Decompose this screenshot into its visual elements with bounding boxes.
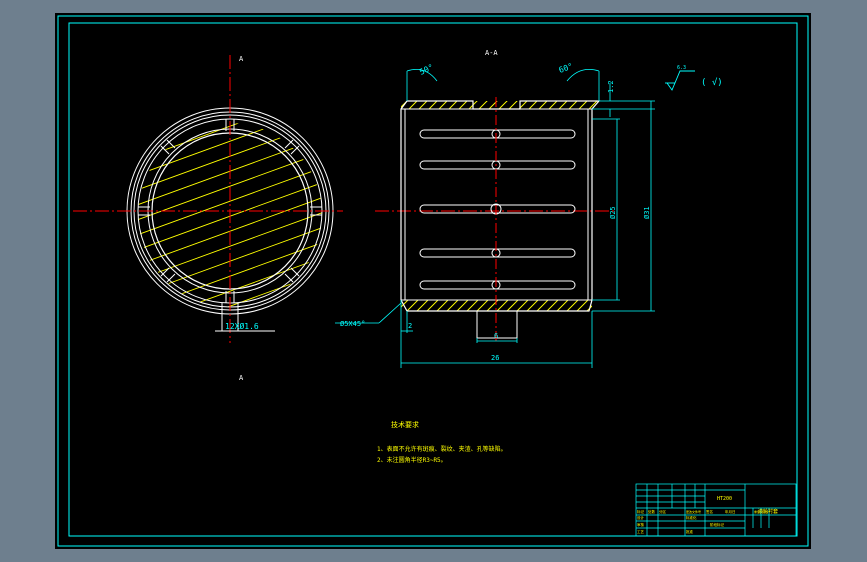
- svg-text:更改文件号: 更改文件号: [686, 509, 701, 514]
- svg-text:工艺: 工艺: [637, 529, 645, 534]
- end-view-hatch: [138, 123, 323, 307]
- dim-slot: 6: [494, 332, 498, 340]
- bottom-dimension-lines: [335, 300, 593, 368]
- end-view: A A 12XØ1.6: [73, 55, 343, 382]
- section-slot: [476, 311, 518, 339]
- svg-text:标准化: 标准化: [686, 515, 697, 520]
- dim-wall: 1.2: [607, 80, 615, 93]
- right-dimension-lines: [592, 83, 655, 312]
- dim-step: 2: [408, 322, 412, 330]
- chamfer-right-angle: 60°: [558, 61, 575, 74]
- svg-text:设计: 设计: [637, 515, 645, 520]
- section-mark-bottom: A: [239, 374, 244, 382]
- section-mark-top: A: [239, 55, 244, 63]
- dim-bore: Ø25: [609, 206, 617, 219]
- title-block-text: HT200 滚轮衬套 标记 处数 分区 更改文件号 签名 年月日 设计 标准化 …: [637, 496, 778, 534]
- svg-text:标记: 标记: [637, 509, 645, 514]
- drawing-canvas: A A 12XØ1.6: [57, 15, 809, 547]
- dim-outer: Ø31: [643, 206, 651, 219]
- svg-text:年月日: 年月日: [725, 509, 736, 514]
- technical-notes: 技术要求 1、表面不允许有斑痕、裂纹、夹渣、孔等缺陷。 2、未注圆角半径R3~R…: [377, 420, 507, 464]
- dim-length: 26: [491, 354, 499, 362]
- svg-text:HT200: HT200: [717, 496, 732, 502]
- roughness-note: ( √): [701, 77, 723, 88]
- top-wall-hatch: [401, 101, 599, 109]
- svg-text:分区: 分区: [659, 509, 667, 514]
- note-2: 2、未注圆角半径R3~R5。: [377, 456, 447, 464]
- oil-hole-marks: [138, 119, 322, 303]
- chamfer-note: Ø5X45°: [340, 320, 365, 328]
- cad-viewport[interactable]: A A 12XØ1.6: [55, 13, 811, 549]
- note-1: 1、表面不允许有斑痕、裂纹、夹渣、孔等缺陷。: [377, 445, 507, 453]
- svg-text:签名: 签名: [706, 509, 713, 514]
- title-block: [635, 483, 797, 537]
- notes-heading: 技术要求: [391, 420, 419, 429]
- chamfer-left-angle: 50°: [418, 63, 435, 77]
- svg-text:审核: 审核: [637, 522, 645, 527]
- svg-text:处数: 处数: [648, 509, 656, 514]
- section-title: A-A: [485, 49, 498, 57]
- svg-text:6.3: 6.3: [677, 65, 686, 71]
- hole-note: 12XØ1.6: [225, 321, 259, 331]
- svg-text:重量: 重量: [754, 509, 760, 514]
- svg-text:比例: 比例: [762, 509, 768, 514]
- end-view-centerlines: [73, 55, 343, 343]
- oil-grooves: [419, 129, 576, 290]
- section-view: A-A 50° 60° 1.2 Ø25 Ø31: [335, 49, 723, 368]
- roughness-symbol: 6.3 ( √): [665, 65, 723, 91]
- outer-border: [57, 15, 809, 547]
- svg-text:批准: 批准: [686, 529, 694, 534]
- inner-border: [68, 22, 798, 537]
- svg-text:滚轮衬套: 滚轮衬套: [758, 508, 778, 515]
- bottom-wall-hatch: [401, 300, 592, 311]
- svg-text:阶段标记: 阶段标记: [710, 522, 724, 527]
- bottom-slot: [215, 303, 275, 332]
